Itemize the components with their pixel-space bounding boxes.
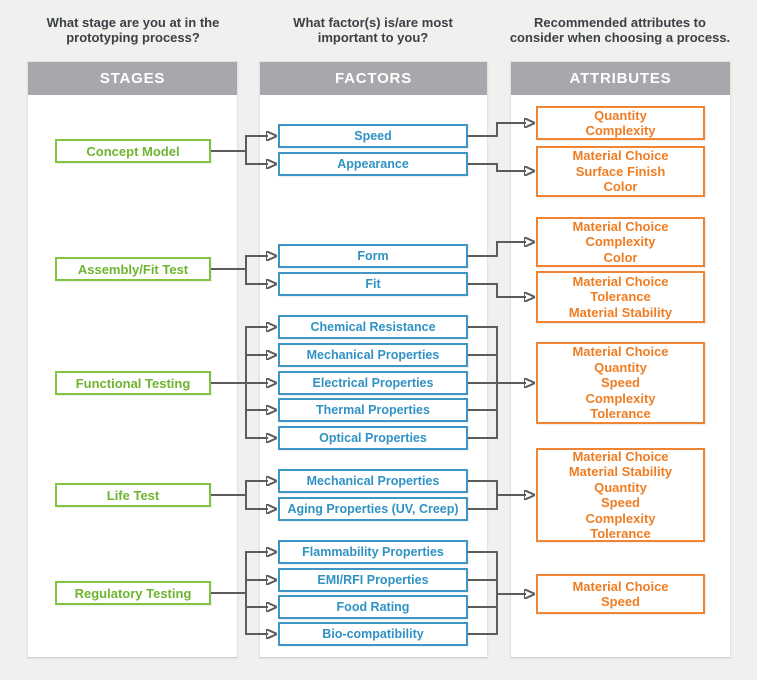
attribute-line: Material Stability <box>568 464 673 479</box>
stage-box-functional-testing: Functional Testing <box>55 371 211 395</box>
attribute-line: Tolerance <box>590 526 651 541</box>
attribute-box-regulatory: Material Choice Speed <box>536 574 705 614</box>
attribute-line: Surface Finish <box>575 163 666 179</box>
factor-box-aging-properties: Aging Properties (UV, Creep) <box>278 497 468 521</box>
attribute-line: Material Choice <box>572 344 669 360</box>
attribute-line: Quantity <box>594 359 647 375</box>
attribute-line: Material Stability <box>568 304 673 320</box>
attribute-box-concept-appearance: Material Choice Surface Finish Color <box>536 146 705 197</box>
attribute-line: Material Choice <box>572 578 669 594</box>
attribute-line: Speed <box>600 495 640 510</box>
attribute-line: Material Choice <box>572 148 669 164</box>
attribute-line: Complexity <box>585 123 656 138</box>
attribute-box-life-test: Material Choice Material Stability Quant… <box>536 448 705 542</box>
factor-box-mechanical-properties: Mechanical Properties <box>278 343 468 367</box>
attribute-line: Speed <box>600 375 640 391</box>
attributes-header: ATTRIBUTES <box>511 62 730 95</box>
factor-box-bio-compatibility: Bio-compatibility <box>278 622 468 646</box>
attribute-box-concept-speed: Quantity Complexity <box>536 106 705 140</box>
stage-box-life-test: Life Test <box>55 483 211 507</box>
stages-question: What stage are you at in the prototyping… <box>13 15 253 45</box>
question-line: What factor(s) is/are most <box>293 15 453 30</box>
factor-box-mechanical-properties-life: Mechanical Properties <box>278 469 468 493</box>
attribute-box-functional: Material Choice Quantity Speed Complexit… <box>536 342 705 424</box>
attribute-line: Material Choice <box>572 448 669 464</box>
attribute-line: Material Choice <box>572 218 669 234</box>
attribute-line: Color <box>603 249 638 265</box>
attributes-question: Recommended attributes to consider when … <box>495 15 745 45</box>
attribute-line: Quantity <box>594 107 647 123</box>
attribute-line: Complexity <box>585 234 656 250</box>
factor-box-food-rating: Food Rating <box>278 595 468 619</box>
factor-box-appearance: Appearance <box>278 152 468 176</box>
factor-box-chemical-resistance: Chemical Resistance <box>278 315 468 339</box>
factor-box-form: Form <box>278 244 468 268</box>
stage-box-concept-model: Concept Model <box>55 139 211 163</box>
question-line: prototyping process? <box>66 30 200 45</box>
stage-box-regulatory-testing: Regulatory Testing <box>55 581 211 605</box>
attribute-line: Tolerance <box>590 289 651 305</box>
stages-header: STAGES <box>28 62 237 95</box>
factor-box-thermal-properties: Thermal Properties <box>278 398 468 422</box>
attribute-line: Complexity <box>585 510 656 526</box>
attribute-line: Speed <box>600 594 640 609</box>
attribute-line: Quantity <box>594 479 647 495</box>
attribute-box-fit: Material Choice Tolerance Material Stabi… <box>536 271 705 323</box>
factor-box-flammability-properties: Flammability Properties <box>278 540 468 564</box>
factors-header: FACTORS <box>260 62 487 95</box>
stage-box-assembly-fit-test: Assembly/Fit Test <box>55 257 211 281</box>
factor-box-optical-properties: Optical Properties <box>278 426 468 450</box>
attribute-box-form: Material Choice Complexity Color <box>536 217 705 267</box>
question-line: consider when choosing a process. <box>509 30 731 45</box>
question-line: What stage are you at in the <box>46 15 220 30</box>
factor-box-fit: Fit <box>278 272 468 296</box>
attribute-line: Material Choice <box>572 273 669 289</box>
attribute-line: Complexity <box>585 390 656 406</box>
question-line: important to you? <box>317 30 429 45</box>
factor-box-electrical-properties: Electrical Properties <box>278 371 468 395</box>
factors-question: What factor(s) is/are most important to … <box>253 15 493 45</box>
attribute-line: Tolerance <box>590 406 651 422</box>
question-line: Recommended attributes to <box>534 15 706 30</box>
factor-box-emi-rfi-properties: EMI/RFI Properties <box>278 568 468 592</box>
attribute-line: Color <box>603 179 638 195</box>
factor-box-speed: Speed <box>278 124 468 148</box>
